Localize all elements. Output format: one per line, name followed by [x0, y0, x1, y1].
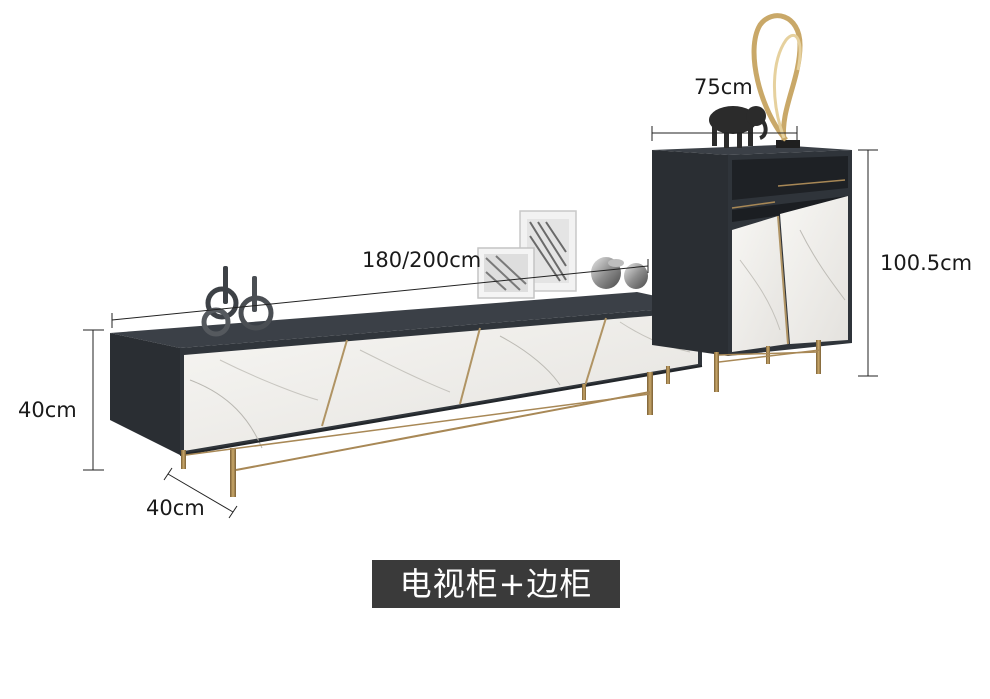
tv-cabinet-top	[110, 292, 702, 348]
tv-leg-back-left	[181, 450, 186, 469]
tv-cabinet-height-label: 40cm	[18, 398, 77, 422]
tv-cabinet-length-label: 180/200cm	[362, 248, 482, 272]
gold-loop-sculpture	[751, 13, 803, 148]
dimension-lines	[83, 126, 878, 519]
tv-leg-back-right	[666, 366, 670, 384]
side-cabinet-height-label: 100.5cm	[880, 251, 973, 275]
tv-cabinet-marble-front	[184, 312, 698, 451]
tv-leg-front-left	[230, 448, 236, 497]
tv-cabinet-depth-label: 40cm	[146, 496, 205, 520]
side-cabinet	[652, 145, 852, 392]
caption-text: 电视柜+边柜	[399, 565, 593, 603]
side-cabinet-left-door	[732, 216, 788, 352]
elephant-figurine	[709, 106, 768, 148]
side-cabinet-width-label: 75cm	[694, 75, 753, 99]
side-cabinet-side	[652, 150, 728, 356]
picture-frames	[477, 210, 577, 299]
tv-cabinet-side	[110, 333, 180, 455]
tv-cabinet	[110, 292, 703, 497]
silver-vases	[591, 257, 648, 289]
caption-banner: 电视柜+边柜	[372, 560, 620, 608]
tv-leg-front-right	[647, 372, 653, 415]
side-cabinet-right-door	[780, 196, 848, 344]
